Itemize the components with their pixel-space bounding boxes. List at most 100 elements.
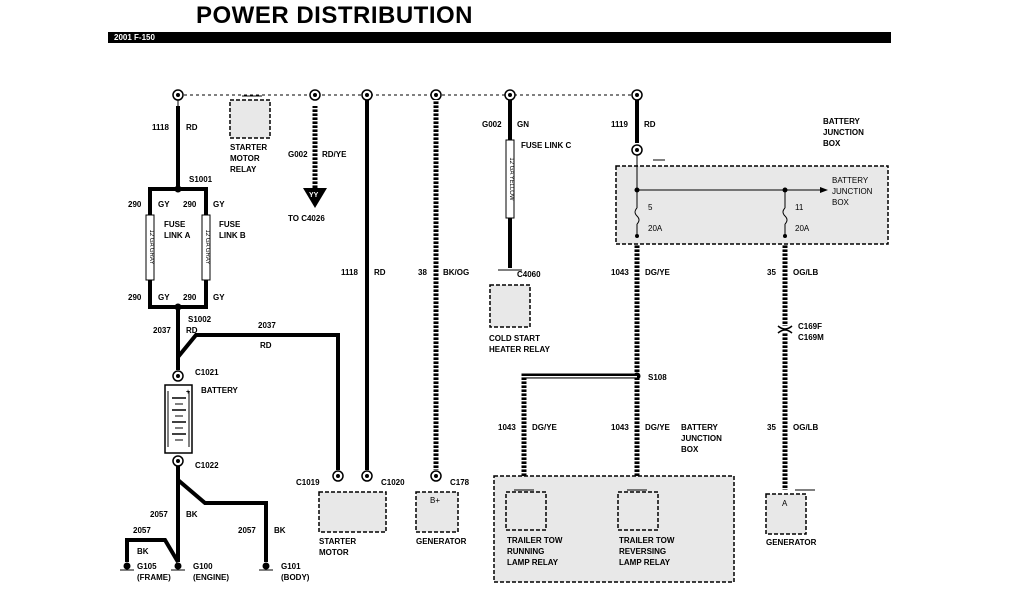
- label-gy-a2: GY: [158, 293, 170, 302]
- page-title: POWER DISTRIBUTION: [196, 2, 473, 29]
- label-cold-start-1: COLD START: [489, 334, 540, 343]
- label-1043-b: 1043: [498, 423, 516, 432]
- label-g002-a: G002: [288, 150, 308, 159]
- label-1043-a: 1043: [611, 268, 629, 277]
- connector-c169: [777, 325, 793, 334]
- label-38: 38: [418, 268, 427, 277]
- wire-290-b-bot: [178, 280, 208, 309]
- starter-motor-relay-box: [229, 99, 271, 139]
- starter-motor-box: [318, 491, 387, 533]
- header-band: [108, 32, 891, 43]
- reversing-lamp-relay: [617, 491, 659, 531]
- c1021-connector: [172, 370, 184, 382]
- label-starter-motor-relay-3: RELAY: [230, 165, 257, 174]
- label-g105: G105: [137, 562, 157, 571]
- label-g101: G101: [281, 562, 301, 571]
- label-2057-a: 2057: [150, 510, 168, 519]
- label-reversing-1: TRAILER TOW: [619, 536, 675, 545]
- connector-c1019: [332, 470, 344, 482]
- label-1119: 1119: [611, 120, 628, 129]
- wire-290-a-top: [148, 187, 178, 215]
- label-dg-ye-c: DG/YE: [645, 423, 671, 432]
- label-b-plus: B+: [430, 496, 440, 505]
- label-rd-mid: RD: [374, 268, 386, 277]
- label-bk-c: BK: [274, 526, 286, 535]
- label-35-a: 35: [767, 268, 776, 277]
- label-battery: BATTERY: [201, 386, 239, 395]
- label-c4060: C4060: [517, 270, 541, 279]
- label-2037-b: 2037: [258, 321, 276, 330]
- label-dg-ye-a: DG/YE: [645, 268, 671, 277]
- battery-junction-box: [615, 165, 889, 245]
- label-fuse-11-amp: 20A: [795, 224, 810, 233]
- fuse-link-c: 12 GA YELLOW: [505, 139, 515, 219]
- connector-1118-top: [361, 89, 373, 101]
- label-2057-c: 2057: [238, 526, 256, 535]
- label-rd-1119: RD: [644, 120, 656, 129]
- label-bjb-top-3: BOX: [823, 139, 841, 148]
- label-rd-b: RD: [260, 341, 272, 350]
- label-running-3: LAMP RELAY: [507, 558, 559, 567]
- label-290-a2: 290: [128, 293, 142, 302]
- label-fuse-link-c: FUSE LINK C: [521, 141, 571, 150]
- label-290-b1: 290: [183, 200, 197, 209]
- label-reversing-2: REVERSING: [619, 547, 666, 556]
- ground-g101: [259, 562, 273, 571]
- battery-symbol: +: [164, 384, 193, 454]
- label-reversing-3: LAMP RELAY: [619, 558, 671, 567]
- label-fuse-link-b-2: LINK B: [219, 231, 246, 240]
- label-c1020: C1020: [381, 478, 405, 487]
- label-bjb-top-1: BATTERY: [823, 117, 861, 126]
- label-c169m: C169M: [798, 333, 824, 342]
- label-running-2: RUNNING: [507, 547, 544, 556]
- label-cold-start-2: HEATER RELAY: [489, 345, 551, 354]
- label-rd-top: RD: [186, 123, 198, 132]
- connector-1119-top: [631, 89, 643, 101]
- label-fuse-5-amp: 20A: [648, 224, 663, 233]
- label-rd-a: RD: [186, 326, 198, 335]
- label-2057-b: 2057: [133, 526, 151, 535]
- ground-g105: [120, 562, 134, 571]
- label-290-a1: 290: [128, 200, 142, 209]
- label-s108: S108: [648, 373, 667, 382]
- label-body: (BODY): [281, 573, 310, 582]
- generator-box-left: [415, 491, 459, 533]
- label-rd-ye: RD/YE: [322, 150, 347, 159]
- label-bjb-lower-2: JUNCTION: [681, 434, 722, 443]
- label-gn: GN: [517, 120, 529, 129]
- label-fuse-link-a-1: FUSE: [164, 220, 186, 229]
- label-1118-mid: 1118: [341, 268, 358, 277]
- connector-gn-top: [504, 89, 516, 101]
- label-bjb-lower-3: BOX: [681, 445, 699, 454]
- label-frame: (FRAME): [137, 573, 171, 582]
- label-fuse-11: 11: [795, 203, 804, 212]
- label-c1022: C1022: [195, 461, 219, 470]
- label-og-lb-a: OG/LB: [793, 268, 819, 277]
- svg-text:12 GA GRAY: 12 GA GRAY: [148, 230, 154, 265]
- label-running-1: TRAILER TOW: [507, 536, 563, 545]
- generator-box-right: [765, 493, 807, 535]
- top-left-connector: [172, 89, 184, 106]
- label-290-b2: 290: [183, 293, 197, 302]
- label-yy: YY: [309, 192, 319, 199]
- wire-2057-body: [176, 478, 268, 562]
- connector-38-top: [430, 89, 442, 101]
- label-starter-motor-1: STARTER: [319, 537, 356, 546]
- wire-2037-to-starter: [176, 333, 340, 470]
- fuse-link-a: 12 GA GRAY: [145, 214, 155, 281]
- label-g002-b: G002: [482, 120, 502, 129]
- svg-text:+: +: [186, 389, 190, 396]
- wire-290-a-bot: [148, 280, 178, 309]
- wire-1043-branch: [521, 373, 637, 490]
- running-lamp-relay: [505, 491, 547, 531]
- label-starter-motor-relay-1: STARTER: [230, 143, 267, 152]
- label-fuse-5: 5: [648, 203, 653, 212]
- label-pin-a: A: [782, 499, 788, 508]
- label-bjb-inside-2: JUNCTION: [832, 187, 873, 196]
- label-bk-og: BK/OG: [443, 268, 469, 277]
- connector-c178: [430, 470, 442, 482]
- wire-290-b-top: [178, 187, 208, 215]
- label-generator-right: GENERATOR: [766, 538, 817, 547]
- label-g100: G100: [193, 562, 213, 571]
